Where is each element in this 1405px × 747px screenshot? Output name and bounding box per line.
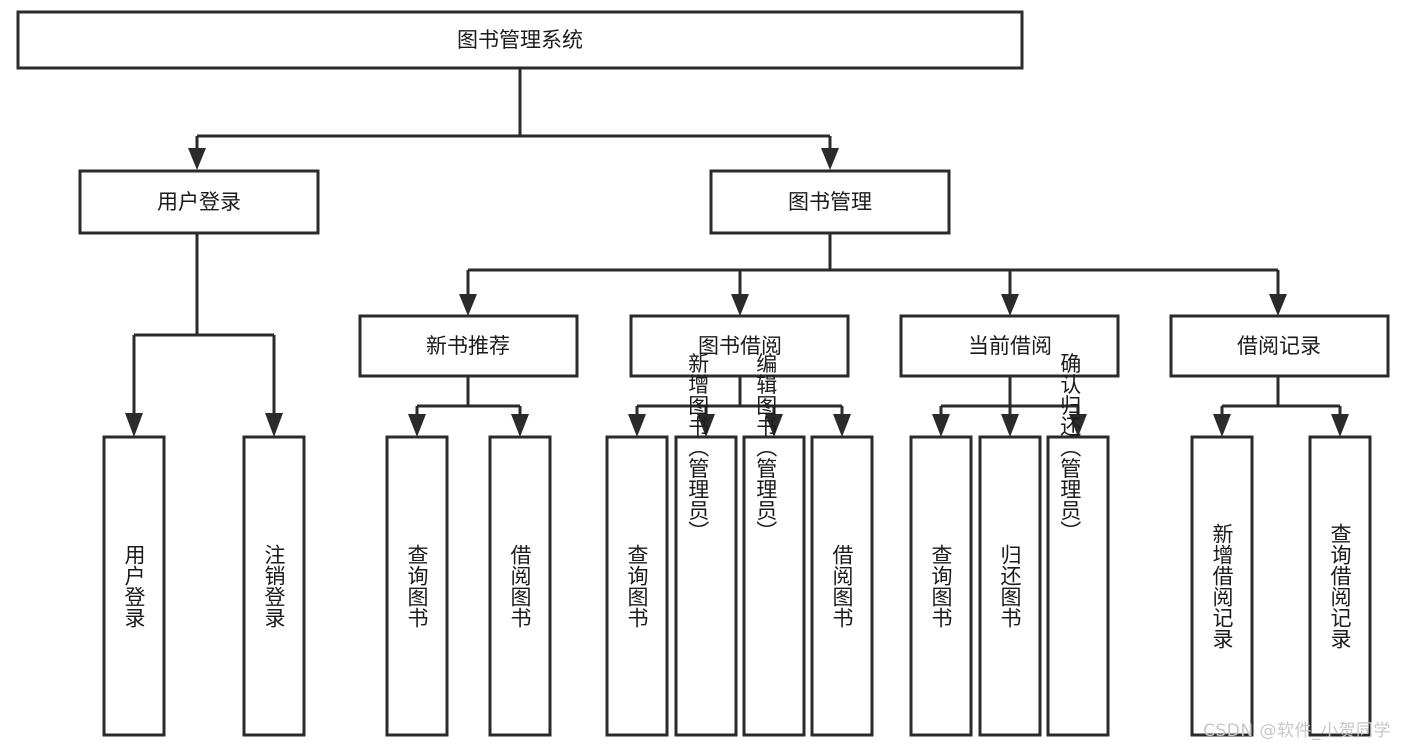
leaf-bb-borrow-book-label: 借阅图书 [830, 544, 854, 628]
arrow-head-bb-leaf-2 [697, 414, 715, 437]
leaf-logout-label: 注销登录 [262, 544, 286, 628]
node-book-borrow[interactable]: 图书借阅 [629, 314, 850, 378]
leaf-br-query-record[interactable]: 查询借阅记录 [1308, 435, 1372, 737]
leaf-bb-query-book-label: 查询图书 [625, 544, 649, 628]
arrow-head-user-login [188, 148, 206, 170]
arrow-head-current-borrow [1001, 294, 1019, 316]
arrow-head-br-leaf-1 [1213, 414, 1231, 437]
leaf-cb-return-book-box[interactable] [978, 435, 1042, 737]
leaf-cb-query-book[interactable]: 查询图书 [909, 435, 973, 737]
arrow-head-book-mgmt [821, 148, 839, 170]
leaf-bb-borrow-book[interactable]: 借阅图书 [810, 435, 874, 737]
leaf-bb-edit-book-label: 编辑图书（管理员） [754, 353, 778, 542]
node-current-borrow-label: 当前借阅 [968, 334, 1052, 358]
leaf-user-login[interactable]: 用户登录 [102, 435, 166, 737]
node-borrow-records[interactable]: 借阅记录 [1169, 314, 1390, 378]
arrow-head-br-leaf-2 [1331, 414, 1349, 437]
arrow-head-book-borrow [731, 294, 749, 316]
leaf-br-add-record-box[interactable] [1190, 435, 1254, 737]
leaf-cb-confirm-return[interactable]: 确认归还（管理员） [1046, 353, 1110, 737]
leaf-br-query-record-box[interactable] [1308, 435, 1372, 737]
node-book-borrow-label: 图书借阅 [698, 334, 782, 358]
node-user-login-box[interactable] [78, 169, 320, 235]
leaf-cb-return-book-label: 归还图书 [998, 544, 1022, 628]
node-user-login-label: 用户登录 [157, 190, 241, 214]
node-current-borrow[interactable]: 当前借阅 [899, 314, 1120, 378]
node-book-management[interactable]: 图书管理 [709, 169, 951, 235]
leaf-bb-query-book[interactable]: 查询图书 [605, 435, 669, 737]
node-root-box[interactable] [16, 10, 1024, 70]
node-user-login[interactable]: 用户登录 [78, 169, 320, 235]
leaf-cb-confirm-return-box[interactable] [1046, 435, 1110, 737]
arrow-head-bb-leaf-4 [833, 414, 851, 437]
leaf-br-add-record-label: 新增借阅记录 [1210, 523, 1234, 649]
arrow-head-leaf-logout [265, 413, 283, 437]
leaf-bb-edit-book[interactable]: 编辑图书（管理员） [742, 353, 806, 737]
node-borrow-records-label: 借阅记录 [1237, 334, 1321, 358]
leaf-nb-query-book-box[interactable] [385, 435, 449, 737]
node-book-management-box[interactable] [709, 169, 951, 235]
leaf-nb-borrow-book[interactable]: 借阅图书 [488, 435, 552, 737]
arrow-head-bb-leaf-1 [628, 414, 646, 437]
leaf-cb-return-book[interactable]: 归还图书 [978, 435, 1042, 737]
leaf-nb-query-book[interactable]: 查询图书 [385, 435, 449, 737]
leaf-cb-confirm-return-label: 确认归还（管理员） [1058, 353, 1082, 542]
leaf-bb-add-book[interactable]: 新增图书（管理员） [674, 353, 738, 737]
leaf-bb-borrow-book-box[interactable] [810, 435, 874, 737]
arrow-head-new-books [459, 294, 477, 316]
leaf-bb-query-book-box[interactable] [605, 435, 669, 737]
leaf-cb-query-book-box[interactable] [909, 435, 973, 737]
leaf-bb-edit-book-box[interactable] [742, 435, 806, 737]
leaf-user-login-label: 用户登录 [122, 544, 146, 628]
leaf-nb-borrow-book-label: 借阅图书 [508, 544, 532, 628]
connector-layer [125, 68, 1349, 437]
node-current-borrow-box[interactable] [899, 314, 1120, 378]
arrow-head-cb-leaf-2 [1001, 414, 1019, 437]
arrow-head-leaf-user-login [125, 413, 143, 437]
node-root[interactable]: 图书管理系统 [16, 10, 1024, 70]
arrow-head-nb-leaf-2 [511, 414, 529, 437]
watermark: CSDN @软件_小贺同学 [1203, 721, 1391, 741]
node-borrow-records-box[interactable] [1169, 314, 1390, 378]
leaf-br-query-record-label: 查询借阅记录 [1328, 523, 1352, 649]
node-book-borrow-box[interactable] [629, 314, 850, 378]
leaf-user-login-box[interactable] [102, 435, 166, 737]
node-new-book-recommend-label: 新书推荐 [426, 334, 510, 358]
leaf-nb-query-book-label: 查询图书 [405, 544, 429, 628]
arrow-head-cb-leaf-3 [1069, 414, 1087, 437]
node-root-label: 图书管理系统 [457, 28, 583, 52]
node-new-book-recommend[interactable]: 新书推荐 [358, 314, 579, 378]
leaf-logout-box[interactable] [242, 435, 306, 737]
leaf-logout[interactable]: 注销登录 [242, 435, 306, 737]
leaf-bb-add-book-label: 新增图书（管理员） [686, 353, 710, 542]
leaf-nb-borrow-book-box[interactable] [488, 435, 552, 737]
leaf-bb-add-book-box[interactable] [674, 435, 738, 737]
node-new-book-recommend-box[interactable] [358, 314, 579, 378]
arrow-head-borrow-records [1269, 294, 1287, 316]
node-book-management-label: 图书管理 [788, 190, 872, 214]
leaf-br-add-record[interactable]: 新增借阅记录 [1190, 435, 1254, 737]
arrow-head-bb-leaf-3 [765, 414, 783, 437]
leaf-cb-query-book-label: 查询图书 [929, 544, 953, 628]
arrow-head-cb-leaf-1 [932, 414, 950, 437]
arrow-head-nb-leaf-1 [408, 414, 426, 437]
